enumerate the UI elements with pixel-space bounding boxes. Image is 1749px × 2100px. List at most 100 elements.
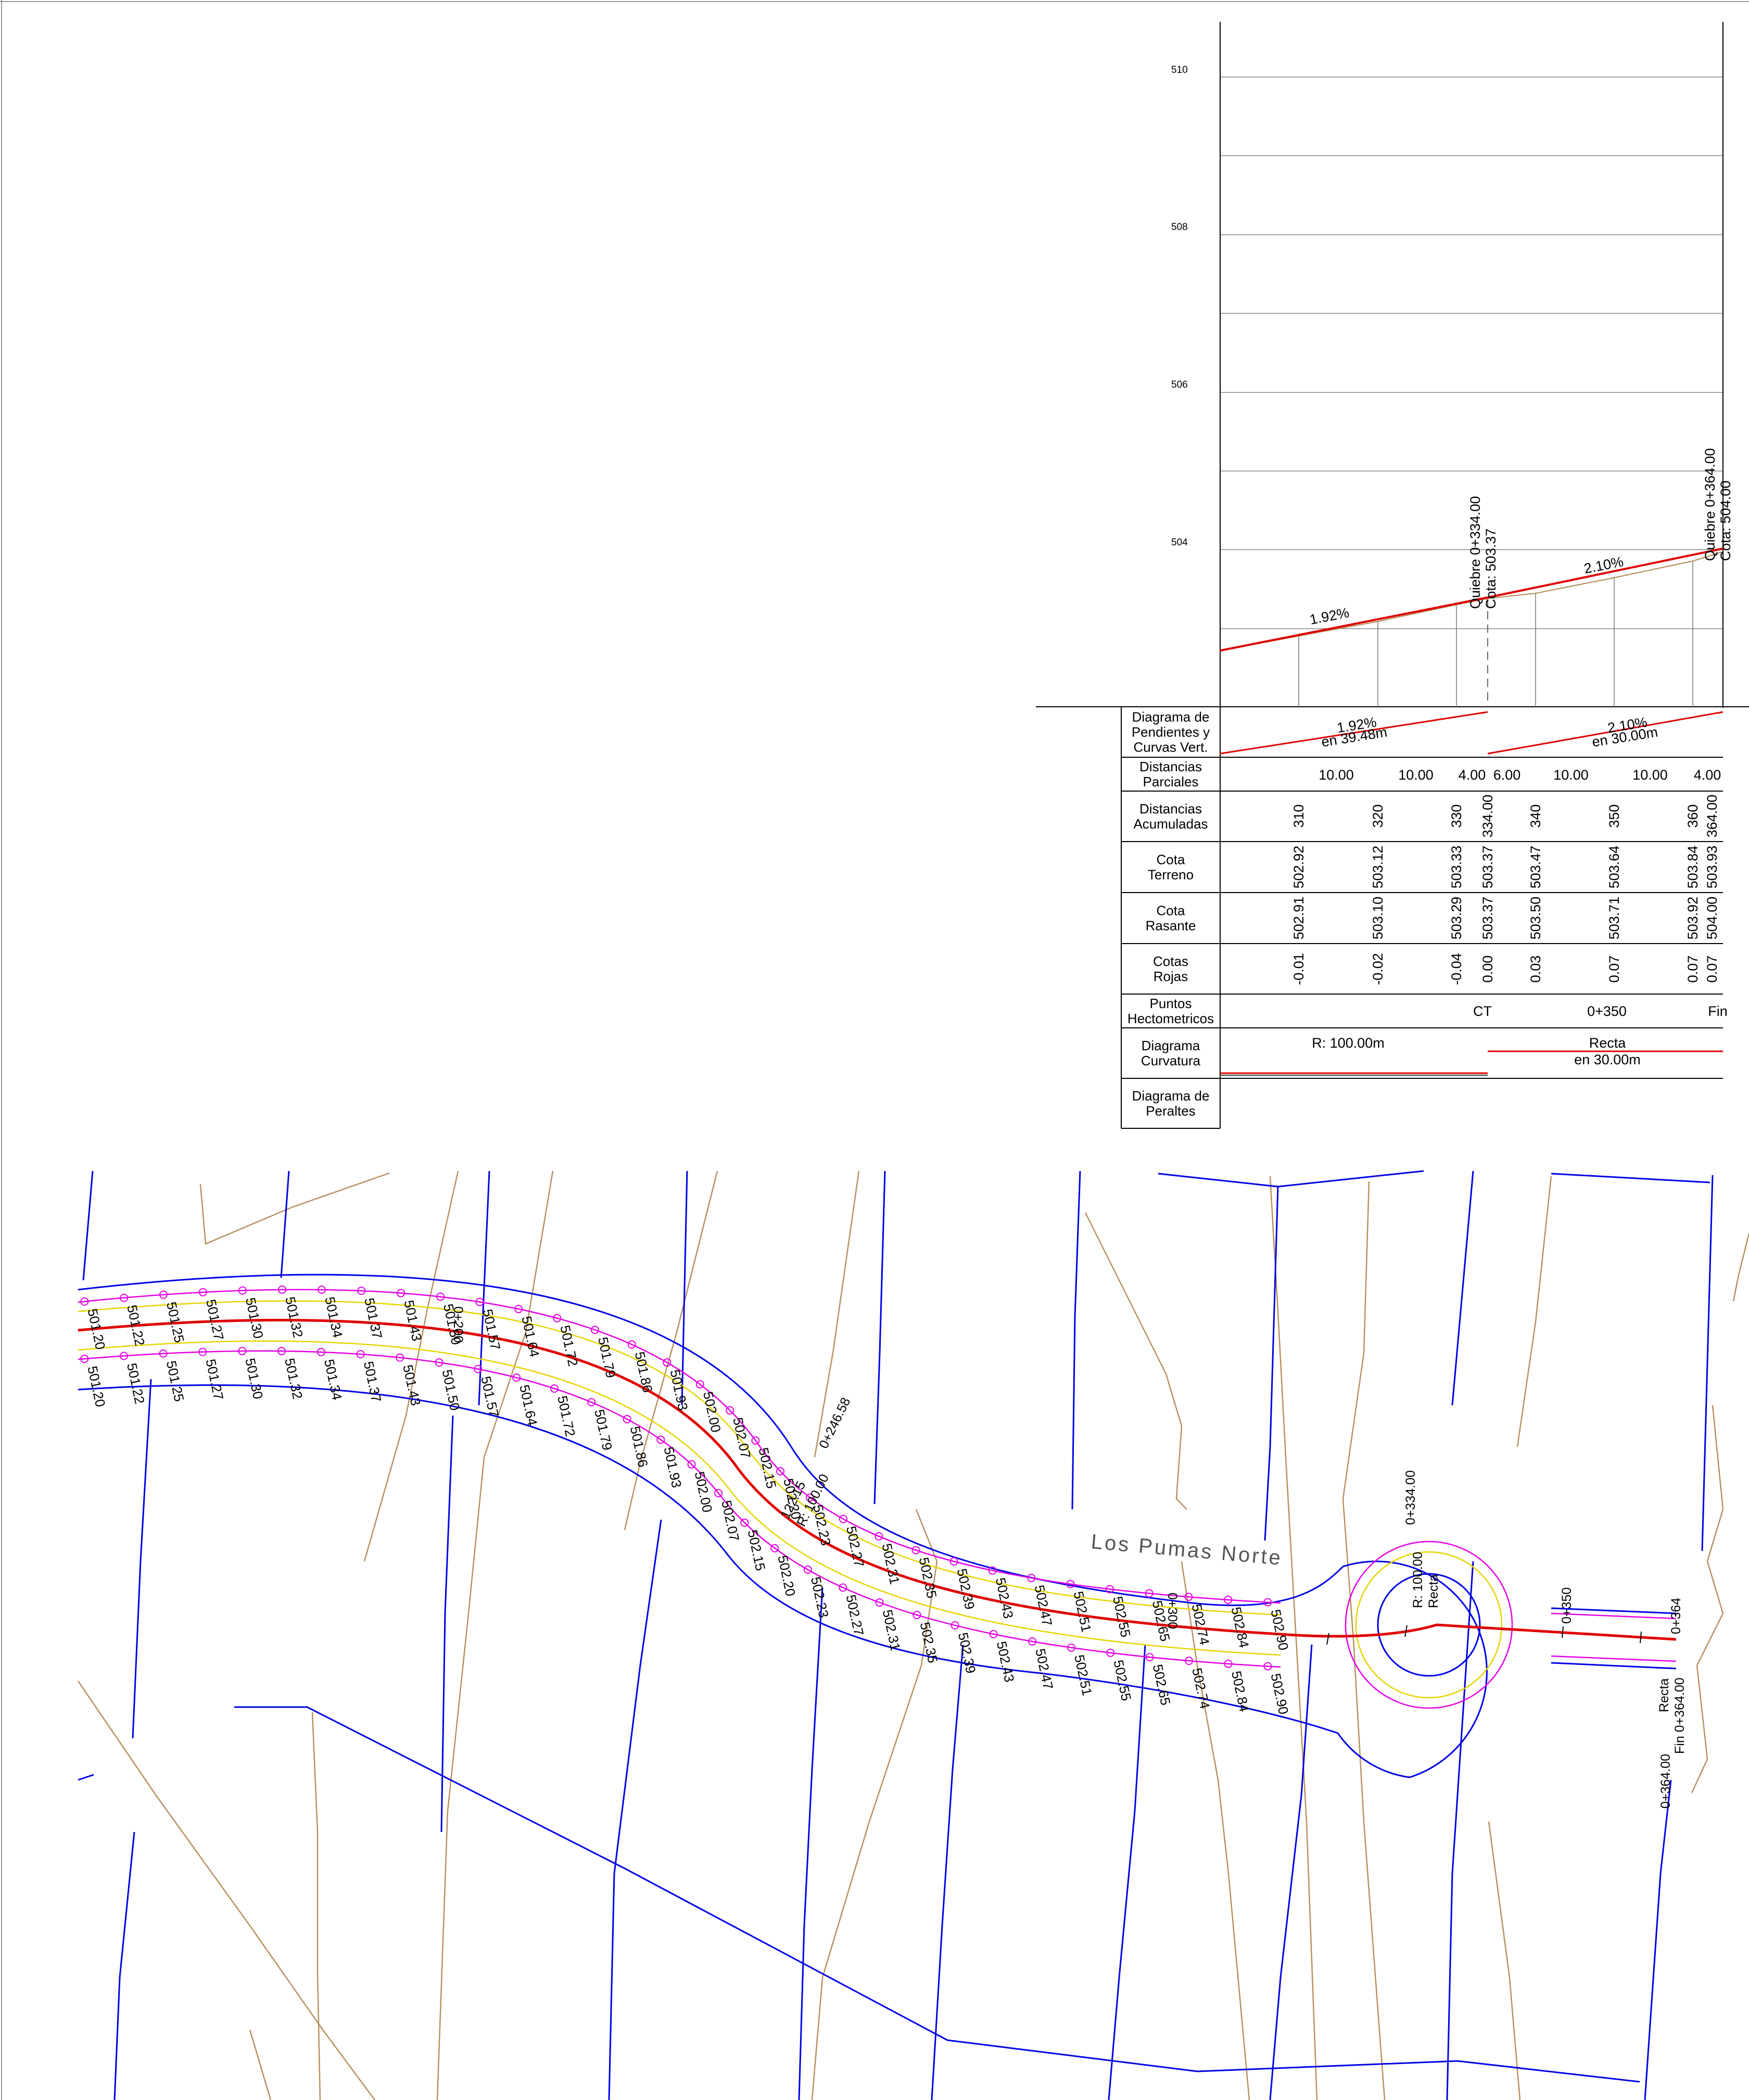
cut-fill-value: 0.00: [1480, 956, 1495, 983]
grade-elevation: 503.29: [1449, 897, 1464, 940]
road-centerline: [78, 1318, 1677, 1641]
station-marker: [627, 1340, 636, 1349]
lane-line-yellow-bottom: [78, 1340, 1281, 1656]
elevation-label-bottom: 501.37: [361, 1360, 385, 1404]
station-marker: [1028, 1637, 1037, 1646]
terrain-elevation: 503.47: [1528, 846, 1543, 889]
y-label-506: 506: [1171, 379, 1188, 390]
station-marker: [656, 1435, 665, 1444]
grade-elevation: 503.50: [1528, 897, 1543, 940]
end-station-label: Fin 0+364.00: [1672, 1677, 1687, 1754]
band-row-label: Terreno: [1148, 867, 1194, 883]
end-station-label-bottom: 0+364.00: [1658, 1754, 1673, 1809]
profile-axes: [1036, 22, 1749, 1128]
elevation-label-bottom: 502.39: [955, 1631, 979, 1675]
station-marker: [198, 1288, 207, 1296]
elevation-label-bottom: 501.50: [439, 1368, 463, 1412]
elevation-label-bottom: 502.43: [994, 1640, 1018, 1684]
slope-label-left: 1.92%: [1308, 605, 1350, 628]
elevation-label-top: 501.43: [401, 1299, 425, 1343]
elevation-label-bottom: 502.27: [843, 1593, 867, 1637]
station-marker: [623, 1415, 631, 1423]
road-edge-straight-bottom: [1551, 1662, 1677, 1670]
elevation-label-bottom: 501.34: [321, 1358, 345, 1402]
band-curvature-lines: [1220, 1050, 1723, 1074]
elevation-label-top: 501.72: [557, 1324, 581, 1368]
station-marker: [1224, 1659, 1233, 1668]
circle-station-label: 0+334.00: [1403, 1470, 1418, 1525]
station-marker: [357, 1287, 366, 1295]
grade-elevation: 503.92: [1685, 897, 1701, 940]
terrain-elevation: 503.64: [1606, 846, 1622, 889]
elevation-label-top: 502.27: [843, 1525, 867, 1569]
elevation-label-bottom: 502.74: [1189, 1666, 1213, 1710]
road-edge-outer-top: [78, 1274, 1488, 1778]
station-marker: [436, 1292, 445, 1301]
band-row-label: Rasante: [1146, 918, 1196, 934]
station-marker: [356, 1350, 365, 1358]
elevation-label-bottom: 501.20: [84, 1365, 108, 1408]
terrain-elevation: 502.92: [1291, 846, 1307, 889]
elevation-label-bottom: 502.51: [1071, 1653, 1095, 1697]
band-row-label: Parciales: [1143, 774, 1199, 790]
terrain-elevation: 503.33: [1449, 846, 1464, 889]
station-value: 310: [1291, 804, 1307, 828]
elevation-label-top: 502.55: [1110, 1595, 1134, 1638]
station-marker: [1027, 1573, 1036, 1582]
station-marker: [475, 1297, 484, 1306]
station-marker: [687, 1460, 696, 1469]
elevation-label-top: 502.39: [954, 1567, 978, 1611]
elevation-label-top: 502.47: [1031, 1584, 1055, 1627]
partial-distance: 4.00: [1459, 767, 1486, 783]
elevation-label-bottom: 502.20: [775, 1554, 799, 1598]
elevation-label-top: 502.90: [1268, 1608, 1291, 1652]
station-marker: [839, 1514, 847, 1523]
station-marker: [751, 1436, 760, 1445]
break-end-elevation: Cota: 504.00: [1718, 480, 1733, 561]
station-marker: [159, 1290, 168, 1299]
station-marker: [663, 1358, 671, 1367]
elevation-label-top: 501.86: [632, 1350, 656, 1394]
plan-view: 501.20501.20501.22501.22501.25501.25501.…: [77, 1170, 1749, 2100]
curvature-radius: R: 100.00m: [1312, 1035, 1385, 1051]
grade-elevation: 503.71: [1606, 897, 1622, 940]
grade-elevation: 502.91: [1291, 897, 1307, 940]
terrain-contours: [77, 1170, 1749, 2100]
elevation-label-bottom: 501.25: [163, 1359, 187, 1403]
band-row-label: Diagrama: [1142, 1038, 1200, 1053]
station-marker: [238, 1286, 247, 1295]
band-row-label: Diagrama de: [1132, 1088, 1210, 1104]
cut-fill-value: -0.01: [1291, 953, 1307, 985]
station-marker: [397, 1289, 405, 1297]
elevation-label-top: 501.57: [479, 1308, 503, 1352]
road-edge-straight-top: [1551, 1607, 1677, 1614]
elevation-label-top: 502.00: [700, 1390, 724, 1434]
grade-elevation: 504.00: [1704, 897, 1720, 940]
station-marker: [1185, 1657, 1194, 1665]
station-value: 360: [1685, 804, 1701, 828]
band-row-label: Distancias: [1139, 801, 1202, 817]
elevation-label-bottom: 501.72: [554, 1394, 578, 1438]
lane-line-yellow-top: [78, 1300, 1281, 1616]
elevation-label-top: 501.32: [282, 1295, 306, 1339]
grade-line: [1220, 548, 1723, 652]
station-marker: [714, 1488, 723, 1497]
band-row-label: Cota: [1157, 903, 1185, 919]
elevation-label-bottom: 501.22: [124, 1361, 148, 1405]
cut-fill-value: -0.02: [1370, 953, 1386, 985]
band-table-lines: [1121, 707, 1723, 1129]
station-marker: [806, 1493, 815, 1502]
elevation-label-top: 502.31: [879, 1542, 903, 1586]
roundabout-island: [1377, 1573, 1481, 1677]
station-value: 350: [1606, 804, 1622, 828]
station-marker: [911, 1546, 920, 1555]
cut-fill-value: 0.03: [1528, 956, 1543, 983]
elevation-label-bottom: 502.35: [917, 1621, 941, 1664]
station-marker: [1184, 1593, 1193, 1601]
cut-fill-value: -0.04: [1449, 953, 1464, 985]
hecto-point: CT: [1473, 1003, 1492, 1019]
partial-distance: 10.00: [1632, 767, 1668, 783]
partial-distance: 6.00: [1493, 767, 1521, 783]
